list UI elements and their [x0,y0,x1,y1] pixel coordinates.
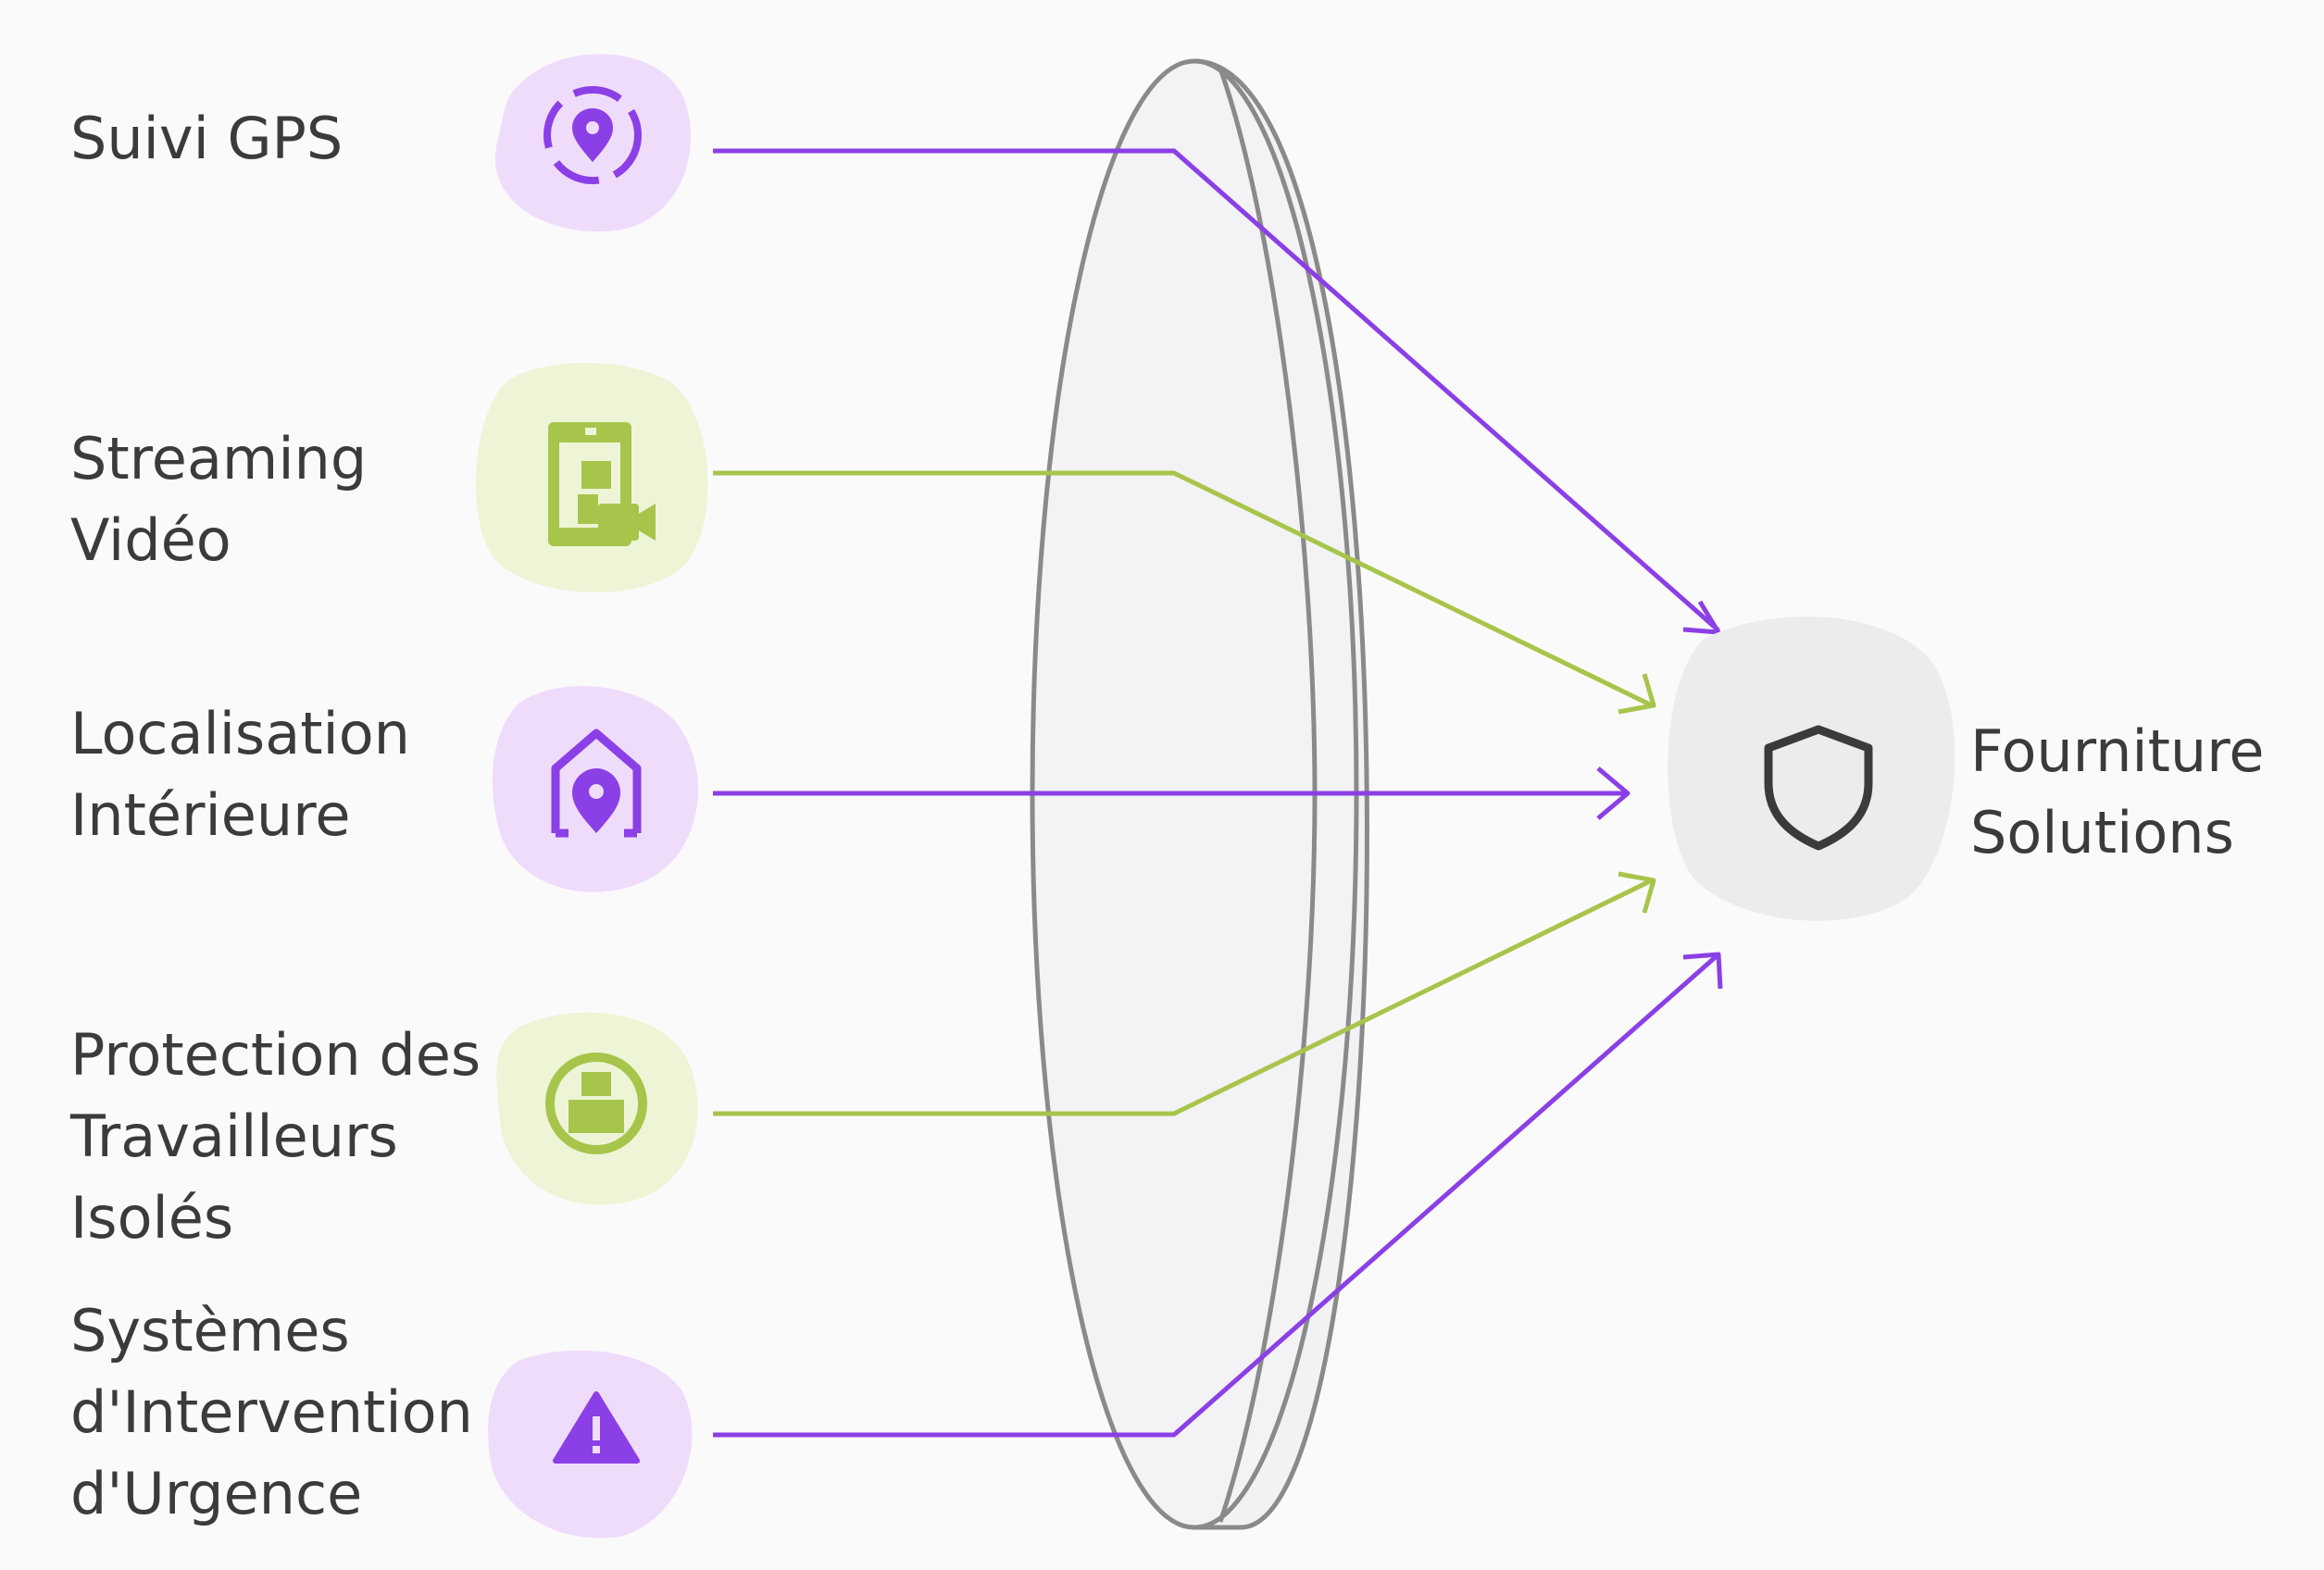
source-label-gps: Suivi GPS [70,105,344,172]
icon-video [475,362,708,592]
arrowhead-emergency [1682,952,1723,990]
source-label-indoor: Localisation Intérieure [70,700,410,849]
connectors [713,148,1723,1438]
arrowhead-lone-worker [1618,871,1656,914]
arrowhead-video [1618,673,1656,715]
icon-indoor [492,686,698,892]
video-streaming-icon [548,422,656,546]
arrowhead-indoor [1596,766,1631,820]
connector-video [713,470,1654,708]
icon-emergency [488,1350,693,1539]
connector-emergency [713,953,1720,1438]
source-label-emergency: Systèmes d'Intervention d'Urgence [70,1297,473,1527]
icon-lone-worker [496,1012,698,1205]
connector-lone-worker [713,878,1654,1116]
connector-gps [713,148,1720,632]
indoor-location-icon [551,729,642,838]
source-label-lone-worker: Protection des Travailleurs Isolés [70,1021,481,1252]
icon-target [1668,617,1955,921]
shield-icon [1764,725,1873,851]
icon-gps [494,54,691,232]
warning-icon [553,1391,640,1464]
gps-location-icon [544,86,642,184]
target-label: Fourniture Solutions [1970,717,2265,866]
lone-worker-icon [545,1053,647,1154]
source-label-video: Streaming Vidéo [70,425,368,574]
